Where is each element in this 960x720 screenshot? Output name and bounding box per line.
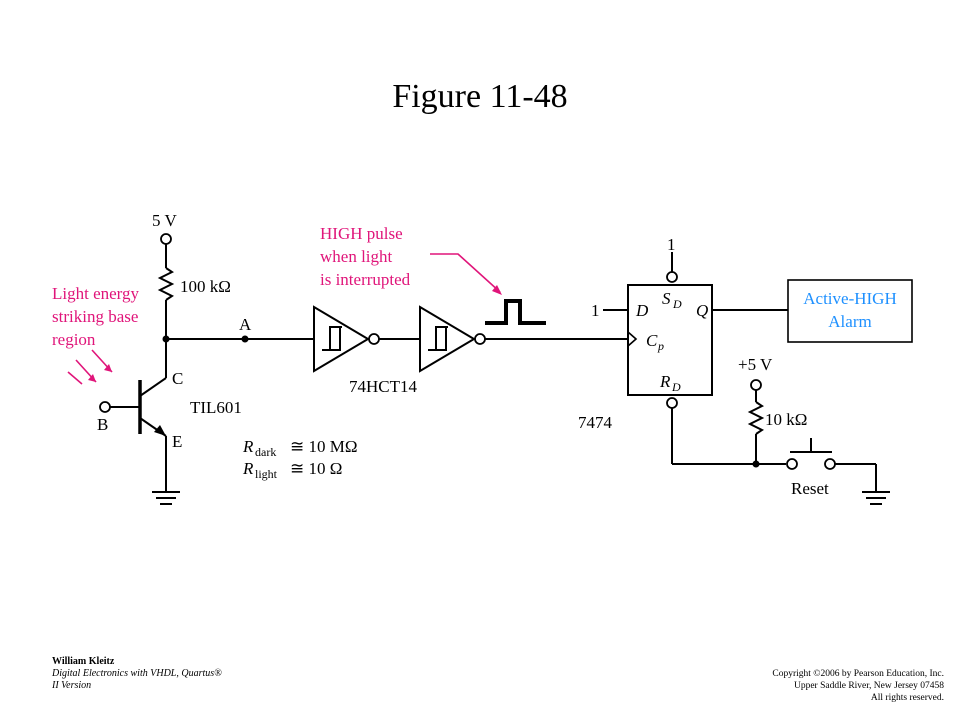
light-energy-label-3: region — [52, 330, 96, 349]
node-a-dot — [241, 335, 249, 343]
high-pulse-label-2: when light — [320, 247, 393, 266]
light-energy-label-1: Light energy — [52, 284, 140, 303]
footer-copyright-2: Upper Saddle River, New Jersey 07458 — [793, 681, 944, 691]
sd-input-value: 1 — [667, 235, 676, 254]
alarm-label-2: Alarm — [828, 312, 871, 331]
ff-part-label: 7474 — [578, 413, 613, 432]
ground-icon — [152, 491, 180, 505]
inverter-part-label: 74HCT14 — [349, 377, 418, 396]
plus5v-label: +5 V — [738, 355, 773, 374]
pointer-arrow-icon — [430, 253, 502, 295]
supply-label-5v: 5 V — [152, 211, 177, 230]
footer-author-block: William Kleitz Digital Electronics with … — [52, 656, 222, 692]
ff-q-label: Q — [696, 301, 708, 320]
transistor-e-label: E — [172, 432, 182, 451]
footer-copyright-1: Copyright ©2006 by Pearson Education, In… — [772, 669, 944, 679]
footer-book-line1: Digital Electronics with VHDL, Quartus® — [52, 668, 222, 679]
reset-label: Reset — [791, 479, 829, 498]
r-light-subscript: light — [255, 467, 278, 481]
r-light-value: ≅ 10 Ω — [290, 459, 342, 478]
ff-sd-subscript: D — [672, 297, 682, 311]
r-dark-subscript: dark — [255, 445, 276, 459]
high-pulse-label-1: HIGH pulse — [320, 224, 403, 243]
resistor-100k — [157, 267, 175, 301]
schmitt-inverter-2 — [419, 305, 486, 373]
ff-rd-label: R — [659, 372, 671, 391]
light-energy-label-2: striking base — [52, 307, 138, 326]
pulse-icon — [485, 299, 546, 325]
alarm-label-1: Active-HIGH — [803, 289, 896, 308]
footer-author: William Kleitz — [52, 656, 115, 667]
figure-title: Figure 11-48 — [392, 78, 568, 115]
phototransistor-symbol — [99, 377, 167, 492]
transistor-part-label: TIL601 — [190, 398, 242, 417]
ff-cp-subscript: p — [657, 339, 664, 353]
footer-copyright-block: Copyright ©2006 by Pearson Education, In… — [772, 668, 944, 704]
flip-flop-7474 — [627, 284, 713, 396]
ff-cp-label: C — [646, 331, 658, 350]
resistor-10k — [747, 401, 765, 435]
resistor-10k-label: 10 kΩ — [765, 410, 807, 429]
transistor-c-label: C — [172, 369, 183, 388]
light-arrows-icon — [67, 349, 113, 385]
schmitt-inverter-1 — [313, 305, 380, 373]
r-dark-symbol: R — [242, 437, 254, 456]
supply-terminal-5v — [160, 233, 172, 245]
footer-copyright-3: All rights reserved. — [870, 693, 944, 703]
ff-d-label: D — [635, 301, 649, 320]
r-light-symbol: R — [242, 459, 254, 478]
node-a-label: A — [239, 315, 252, 334]
resistor-100k-label: 100 kΩ — [180, 277, 231, 296]
footer-book-line2: II Version — [52, 680, 92, 691]
r-dark-value: ≅ 10 MΩ — [290, 437, 358, 456]
high-pulse-label-3: is interrupted — [320, 270, 411, 289]
alarm-box — [787, 279, 913, 343]
junction-dot — [162, 335, 170, 343]
ff-sd-label: S — [662, 289, 671, 308]
ground-icon-right — [862, 491, 890, 505]
reset-switch-icon — [786, 438, 877, 492]
transistor-b-label: B — [97, 415, 108, 434]
ff-rd-subscript: D — [671, 380, 681, 394]
d-input-value: 1 — [591, 301, 600, 320]
